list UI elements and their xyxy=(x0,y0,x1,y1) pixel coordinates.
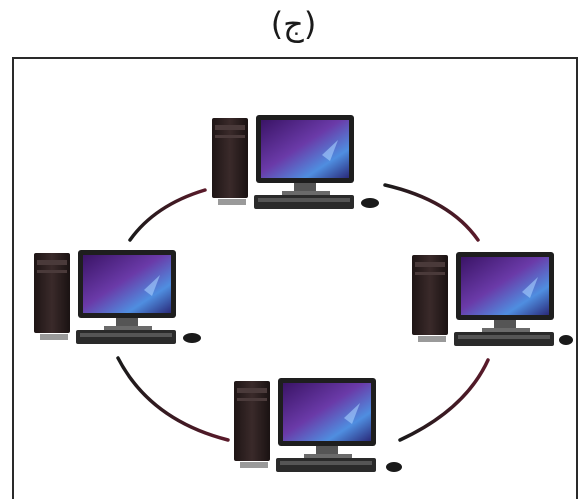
computer-node-left xyxy=(34,250,201,344)
desktop-computer-icon xyxy=(234,378,402,472)
ring-links xyxy=(116,183,490,442)
link-bottom-left xyxy=(116,356,230,442)
desktop-computer-icon xyxy=(412,252,573,346)
computer-node-right xyxy=(412,252,573,346)
desktop-computer-icon xyxy=(34,250,201,344)
link-bottom-right xyxy=(398,358,490,442)
link-top-right xyxy=(383,183,480,242)
computer-node-bottom xyxy=(234,378,402,472)
link-top-left xyxy=(128,188,207,242)
computer-node-top xyxy=(212,115,379,209)
figure-caption: (ج) xyxy=(270,5,317,43)
desktop-computer-icon xyxy=(212,115,379,209)
